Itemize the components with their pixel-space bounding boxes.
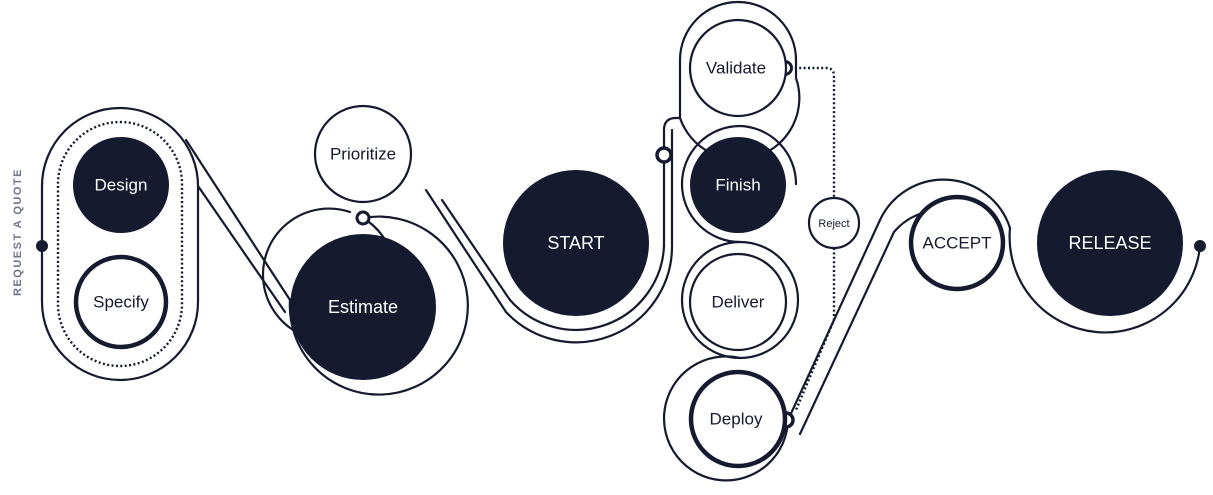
node-finish-label: Finish xyxy=(715,175,760,194)
start-dot xyxy=(36,240,48,252)
node-validate-label: Validate xyxy=(706,58,766,77)
track-release-loop xyxy=(1008,226,1202,334)
node-estimate[interactable]: Estimate xyxy=(290,234,436,380)
track-deploy-loop xyxy=(662,355,790,482)
track-inner-diagonal xyxy=(184,138,292,302)
track-estimate-to-start-2 xyxy=(424,188,508,314)
node-release-label: RELEASE xyxy=(1068,233,1151,253)
track-estimate-to-start xyxy=(440,198,512,302)
node-deliver[interactable]: Deliver xyxy=(688,252,788,352)
node-design-label: Design xyxy=(95,175,148,194)
node-start[interactable]: START xyxy=(503,170,649,316)
track-deploy-to-accept xyxy=(786,178,1012,422)
track-design-specify-loop xyxy=(40,106,200,382)
node-prioritize-label: Prioritize xyxy=(330,144,396,163)
track-finish-loop-right xyxy=(738,124,798,186)
node-reject[interactable]: Reject xyxy=(807,196,861,250)
track-reject-to-deploy xyxy=(794,248,836,411)
node-start-label: START xyxy=(547,233,604,253)
node-deploy[interactable]: Deploy xyxy=(688,369,788,469)
junction-prioritize-estimate xyxy=(355,210,371,226)
end-dot xyxy=(1194,240,1206,252)
node-design[interactable]: Design xyxy=(73,137,169,233)
node-deploy-label: Deploy xyxy=(710,409,763,428)
track-to-estimate xyxy=(196,184,287,314)
track-estimate-loop xyxy=(288,215,469,396)
node-release[interactable]: RELEASE xyxy=(1037,170,1183,316)
node-specify-label: Specify xyxy=(93,292,149,311)
node-accept[interactable]: ACCEPT xyxy=(908,194,1006,292)
node-validate[interactable]: Validate xyxy=(688,18,788,118)
node-accept-label: ACCEPT xyxy=(923,233,992,252)
node-prioritize[interactable]: Prioritize xyxy=(313,104,413,204)
node-reject-label: Reject xyxy=(818,218,849,230)
node-specify[interactable]: Specify xyxy=(73,254,169,350)
node-finish[interactable]: Finish xyxy=(690,137,786,233)
track-start-loop xyxy=(508,153,666,331)
track-finish-loop xyxy=(680,124,742,244)
request-quote-label: REQUEST A QUOTE xyxy=(12,168,24,296)
node-estimate-label: Estimate xyxy=(328,297,398,317)
node-deliver-label: Deliver xyxy=(712,292,765,311)
track-dotted-inner-loop xyxy=(56,120,184,368)
track-validate-to-reject xyxy=(786,66,836,198)
track-start-loop-2 xyxy=(504,128,674,344)
junction-start-column xyxy=(655,146,673,164)
